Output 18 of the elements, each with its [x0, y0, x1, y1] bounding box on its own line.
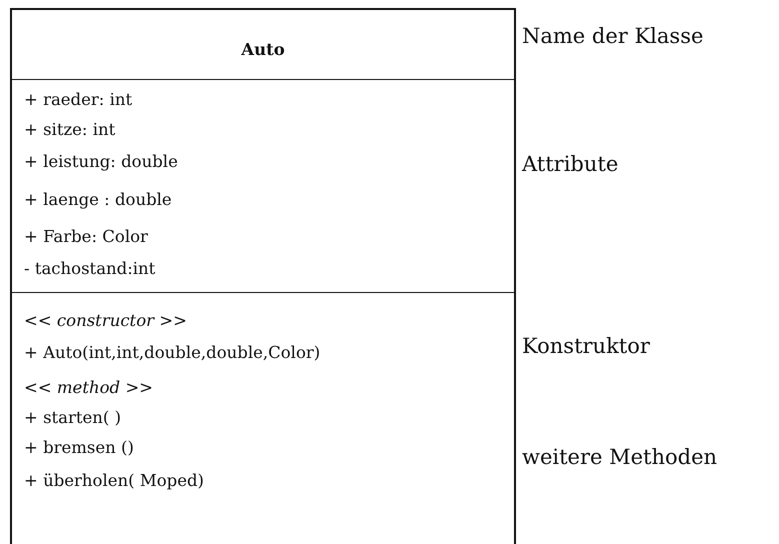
attribute: + laenge : double — [24, 190, 172, 210]
stereotype: << constructor >> — [24, 311, 187, 331]
section-label: Konstruktor — [522, 334, 650, 358]
class-box — [10, 8, 516, 544]
section-label: weitere Methoden — [522, 445, 718, 469]
method-signature: + bremsen () — [24, 438, 134, 458]
class-name: Auto — [240, 40, 286, 60]
method-signature: + starten( ) — [24, 408, 122, 428]
attribute: + sitze: int — [24, 120, 116, 140]
attribute: + raeder: int — [24, 90, 132, 110]
method-signature: + Auto(int,int,double,double,Color) — [24, 343, 320, 363]
attribute: - tachostand:int — [24, 259, 156, 279]
method-signature: + überholen( Moped) — [24, 471, 204, 491]
section-label: Name der Klasse — [522, 24, 704, 48]
stereotype: << method >> — [24, 378, 153, 398]
attribute: + Farbe: Color — [24, 227, 148, 247]
section-label: Attribute — [522, 152, 618, 176]
attribute: + leistung: double — [24, 152, 178, 172]
